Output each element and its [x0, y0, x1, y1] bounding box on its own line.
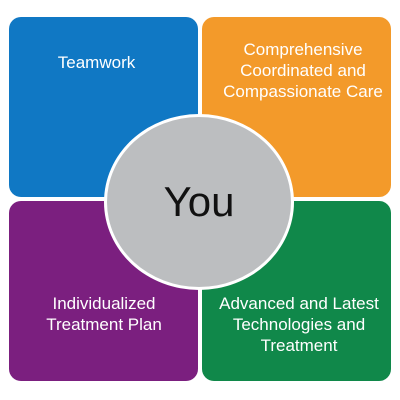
center-circle	[104, 114, 294, 290]
teamwork-label: Teamwork	[57, 53, 136, 72]
treatment-plan-label: Individualized Treatment Plan	[46, 294, 162, 334]
comprehensive-care-label: Comprehensive Coordinated and Compassion…	[223, 40, 383, 101]
technologies-label: Advanced and Latest Technologies and Tre…	[219, 294, 379, 355]
center-you-label: You	[163, 178, 235, 225]
